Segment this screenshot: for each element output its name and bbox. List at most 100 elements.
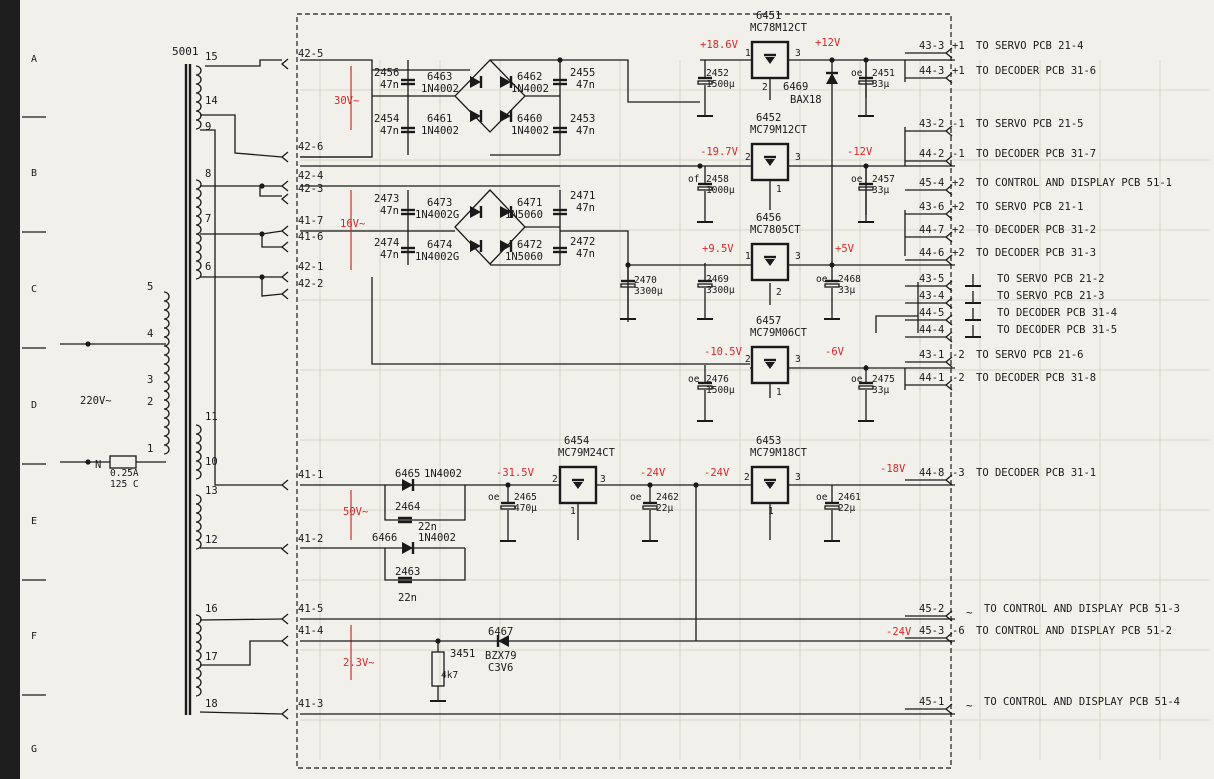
wire (384, 548, 466, 581)
elco-val-2469: 3300µ (706, 285, 735, 296)
diode-body (500, 76, 511, 88)
connector-mark (280, 241, 289, 253)
polarity-mark: oe (851, 174, 863, 185)
input-connector-42-5: 42-5 (298, 48, 323, 60)
regulator-type-6456: MC7805CT (750, 224, 801, 236)
output-symbol: +2 (952, 177, 965, 189)
connector-mark (944, 610, 953, 622)
electrolytic-plate (697, 385, 713, 390)
regulator-pin: 2 (762, 82, 768, 93)
cap-val-2455: 47n (576, 79, 595, 91)
output-connector-43-3: 43-3 (919, 40, 944, 52)
wire (200, 233, 282, 248)
elco-val-2470: 3300µ (634, 286, 663, 297)
regulator-pin: 1 (745, 48, 751, 59)
regulator-symbol (765, 259, 775, 266)
regulator-pin: 2 (552, 474, 558, 485)
diode-6465: 6465 (395, 468, 420, 480)
coil-8-6 (195, 179, 202, 280)
polarity-mark: oe (851, 68, 863, 79)
output-dest: TO SERVO PCB 21-2 (997, 273, 1104, 285)
regulator-pin: 3 (795, 48, 801, 59)
connector-mark (944, 297, 953, 309)
output-connector-44-1: 44-1 (919, 372, 944, 384)
regulator-pin: 3 (600, 474, 606, 485)
connector-mark (280, 58, 289, 70)
diode-6471: 6471 (517, 197, 542, 209)
output-symbol: +1 (952, 65, 965, 77)
zener-val-6467: C3V6 (488, 662, 513, 674)
input-connector-41-5: 41-5 (298, 603, 323, 615)
wire (200, 276, 283, 297)
connector-mark (280, 193, 289, 205)
reg-vin-1: -19.7V (700, 146, 739, 158)
regulator-pin: 3 (795, 354, 801, 365)
diode-type-6462: 1N4002 (511, 83, 549, 95)
cap-2454: 2454 (374, 113, 399, 125)
junction-dot (435, 638, 441, 644)
electrolytic-plate (697, 80, 713, 85)
elco-val-2452: 1500µ (706, 79, 735, 90)
fuse-temp: 125 C (110, 479, 139, 490)
input-connector-41-2: 41-2 (298, 533, 323, 545)
elco-2475: 2475 (872, 374, 895, 385)
transformer-pin-16: 16 (205, 603, 218, 615)
left-dark-edge (0, 0, 20, 779)
elco-val-2451: 33µ (872, 79, 889, 90)
output-symbol: +2 (952, 201, 965, 213)
diode-type-6469: BAX18 (790, 94, 822, 106)
diode-type-6474: 1N4002G (415, 251, 459, 263)
row-label-D: D (31, 400, 37, 411)
diode-body (470, 110, 481, 122)
wire (200, 129, 282, 486)
wire (384, 485, 466, 521)
elco-val-2468: 33µ (838, 285, 855, 296)
connector-mark (280, 543, 289, 555)
input-connector-41-6: 41-6 (298, 231, 323, 243)
cap-val-2453: 47n (576, 125, 595, 137)
wire (261, 230, 283, 235)
output-dest: TO DECODER PCB 31-2 (976, 224, 1096, 236)
cap-val-2464: 22n (418, 521, 437, 533)
transformer-pin-10: 10 (205, 456, 218, 468)
connector-mark (280, 151, 289, 163)
elco-2469: 2469 (706, 274, 729, 285)
output-connector-45-2: 45-2 (919, 603, 944, 615)
diode-6466: 6466 (372, 532, 397, 544)
regulator-symbol (765, 362, 775, 369)
output-symbol: -6 (952, 625, 965, 637)
regulator-pin: 3 (795, 251, 801, 262)
diode-type-6472: 1N5060 (505, 251, 543, 263)
transformer-pin-15: 15 (205, 51, 218, 63)
output-dest: TO DECODER PCB 31-7 (976, 148, 1096, 160)
cap-2464: 2464 (395, 501, 420, 513)
regulator-type-6453: MC79M18CT (750, 447, 808, 459)
junction-dot (85, 341, 91, 347)
connector-mark (280, 635, 289, 647)
connector-mark (280, 708, 289, 720)
connector-mark (944, 632, 953, 644)
winding-voltage-0: 30V~ (334, 95, 359, 107)
transformer-pin-9: 9 (205, 121, 211, 133)
elco-2468: 2468 (838, 274, 861, 285)
diode-6462: 6462 (517, 71, 542, 83)
reg-vin-5: -24V (704, 467, 730, 479)
elco-2465: 2465 (514, 492, 537, 503)
primary-pin-1: 1 (147, 443, 153, 455)
wire (199, 618, 283, 621)
diode-type-6460: 1N4002 (511, 125, 549, 137)
connector-mark (944, 379, 953, 391)
output-connector-43-1: 43-1 (919, 349, 944, 361)
cap-2455: 2455 (570, 67, 595, 79)
output-dest: TO DECODER PCB 31-6 (976, 65, 1096, 77)
out-voltage-45-3: -24V (886, 626, 912, 638)
input-connector-42-1: 42-1 (298, 261, 323, 273)
primary-coil (163, 291, 170, 455)
output-symbol: +2 (952, 247, 965, 259)
connector-mark (280, 180, 289, 192)
junction-dot (259, 183, 265, 189)
regulator-pin: 2 (776, 287, 782, 298)
connector-mark (280, 479, 289, 491)
row-label-E: E (31, 516, 37, 527)
